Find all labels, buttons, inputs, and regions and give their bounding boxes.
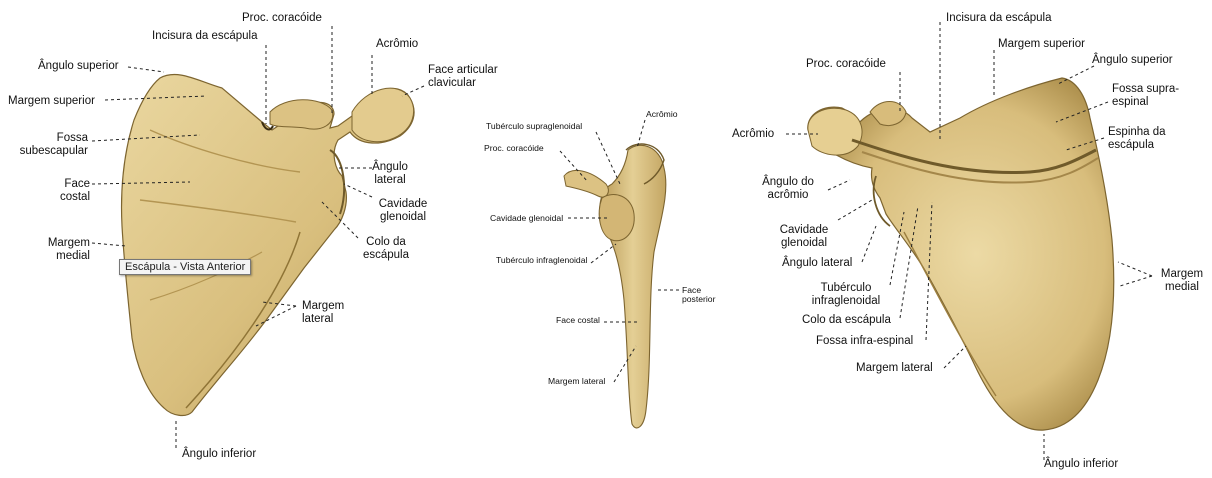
label-lateral-tuberculo-supra: Tubérculo supraglenoidal [486,122,582,131]
label-lateral-tuberculo-infra: Tubérculo infraglenoidal [496,256,587,265]
label-posterior-cavidade-glenoidal: Cavidade glenoidal [772,224,836,249]
label-anterior-angulo-superior: Ângulo superior [38,60,119,73]
label-posterior-margem-medial: Margem medial [1154,268,1210,293]
label-lateral-proc-coracoide: Proc. coracóide [484,144,544,153]
label-anterior-cavidade-glenoidal: Cavidade glenoidal [370,198,436,223]
label-posterior-acromio: Acrômio [732,128,774,141]
label-lateral-face-posterior: Face posterior [682,286,722,305]
anterior-coracoid [270,100,333,129]
label-anterior-incisura: Incisura da escápula [152,30,257,43]
label-posterior-espinha: Espinha da escápula [1108,126,1188,151]
label-posterior-fossa-infra: Fossa infra-espinal [816,335,913,348]
label-lateral-acromio: Acrômio [646,110,678,119]
label-lateral-cavidade-glenoidal: Cavidade glenoidal [490,214,563,223]
label-anterior-fossa-subescapular: Fossa subescapular [18,132,88,157]
label-posterior-margem-lateral: Margem lateral [856,362,933,375]
label-posterior-margem-superior: Margem superior [998,38,1085,51]
label-anterior-colo: Colo da escápula [352,236,420,261]
label-anterior-proc-coracoide: Proc. coracóide [242,12,322,25]
label-lateral-margem-lateral: Margem lateral [548,377,605,386]
label-posterior-angulo-acromio: Ângulo do acrômio [756,176,820,201]
scapula-posterior-view [808,78,1114,430]
label-anterior-margem-medial: Margem medial [28,237,90,262]
label-anterior-face-articular: Face articular clavicular [428,64,518,89]
hover-tooltip: Escápula - Vista Anterior [119,259,251,275]
label-posterior-incisura: Incisura da escápula [946,12,1051,25]
label-anterior-angulo-lateral: Ângulo lateral [362,161,418,186]
label-posterior-angulo-inferior: Ângulo inferior [1044,458,1118,471]
label-posterior-fossa-supra: Fossa supra-espinal [1112,83,1192,108]
label-posterior-colo: Colo da escápula [802,314,891,327]
lateral-coracoid [564,170,608,197]
posterior-acromion [808,108,862,155]
label-anterior-margem-superior: Margem superior [8,95,95,108]
label-anterior-face-costal: Face costal [40,178,90,203]
lateral-body-shape [600,145,666,428]
label-lateral-face-costal: Face costal [556,316,600,325]
label-posterior-angulo-superior: Ângulo superior [1092,54,1173,67]
anterior-acromion [352,88,414,141]
label-anterior-angulo-inferior: Ângulo inferior [182,448,256,461]
label-anterior-margem-lateral: Margem lateral [302,300,358,325]
label-posterior-tuberculo-infra: Tubérculo infraglenoidal [806,282,886,307]
label-anterior-acromio: Acrômio [376,38,418,51]
label-posterior-proc-coracoide: Proc. coracóide [806,58,886,71]
label-posterior-angulo-lateral: Ângulo lateral [782,257,852,270]
